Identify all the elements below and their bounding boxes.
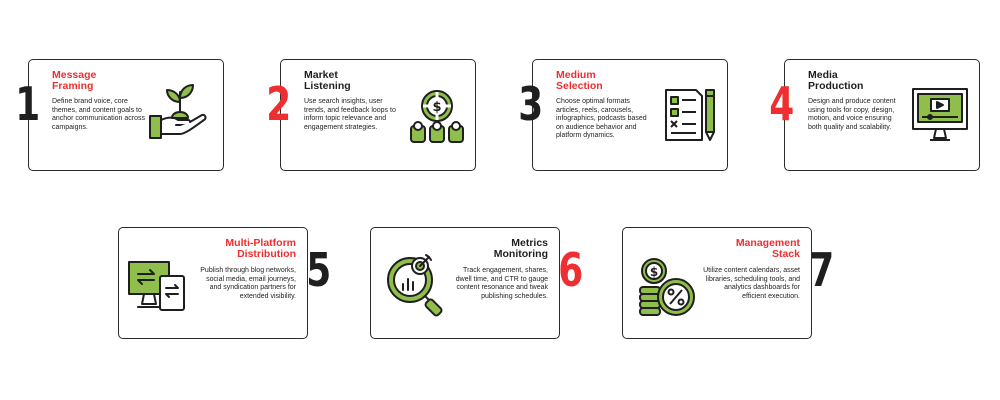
step-description-7: Utilize content calendars, asset librari… [703,267,800,300]
dollar-audience-icon: $ [408,86,466,144]
step-number-6: 6 [558,243,583,297]
step-title-2: Market Listening [304,69,351,92]
step-card-1 [28,59,224,171]
step-title-6: Metrics Monitoring [493,237,548,260]
checklist-pencil-icon [662,86,718,144]
step-title-7: Management Stack [735,237,800,260]
step-description-1: Define brand voice, core themes, and con… [52,98,145,131]
step-title-1: Message Framing [52,69,97,92]
step-number-7: 7 [809,243,834,297]
step-number-3: 3 [518,77,543,131]
step-number-1: 1 [15,77,40,131]
video-monitor-icon [910,86,970,146]
devices-sync-icon [126,258,188,314]
coins-percent-icon: $ [634,255,700,321]
step-number-4: 4 [769,77,794,131]
step-title-4: Media Production [808,69,864,92]
step-description-6: Track engagement, shares, dwell time, an… [455,267,548,300]
step-title-5: Multi-Platform Distribution [225,237,296,260]
step-title-3: Medium Selection [556,69,603,92]
step-number-2: 2 [266,77,291,131]
step-description-2: Use search insights, user trends, and fe… [304,98,396,131]
step-description-5: Publish through blog networks, social me… [200,267,296,300]
svg-text:$: $ [432,100,441,115]
target-magnifier-icon [382,246,444,322]
step-description-4: Design and produce content using tools f… [808,98,896,131]
step-number-5: 5 [306,243,331,297]
svg-text:$: $ [650,265,658,279]
step-description-3: Choose optimal formats articles, reels, … [556,98,647,140]
plant-in-hand-icon [148,80,210,142]
